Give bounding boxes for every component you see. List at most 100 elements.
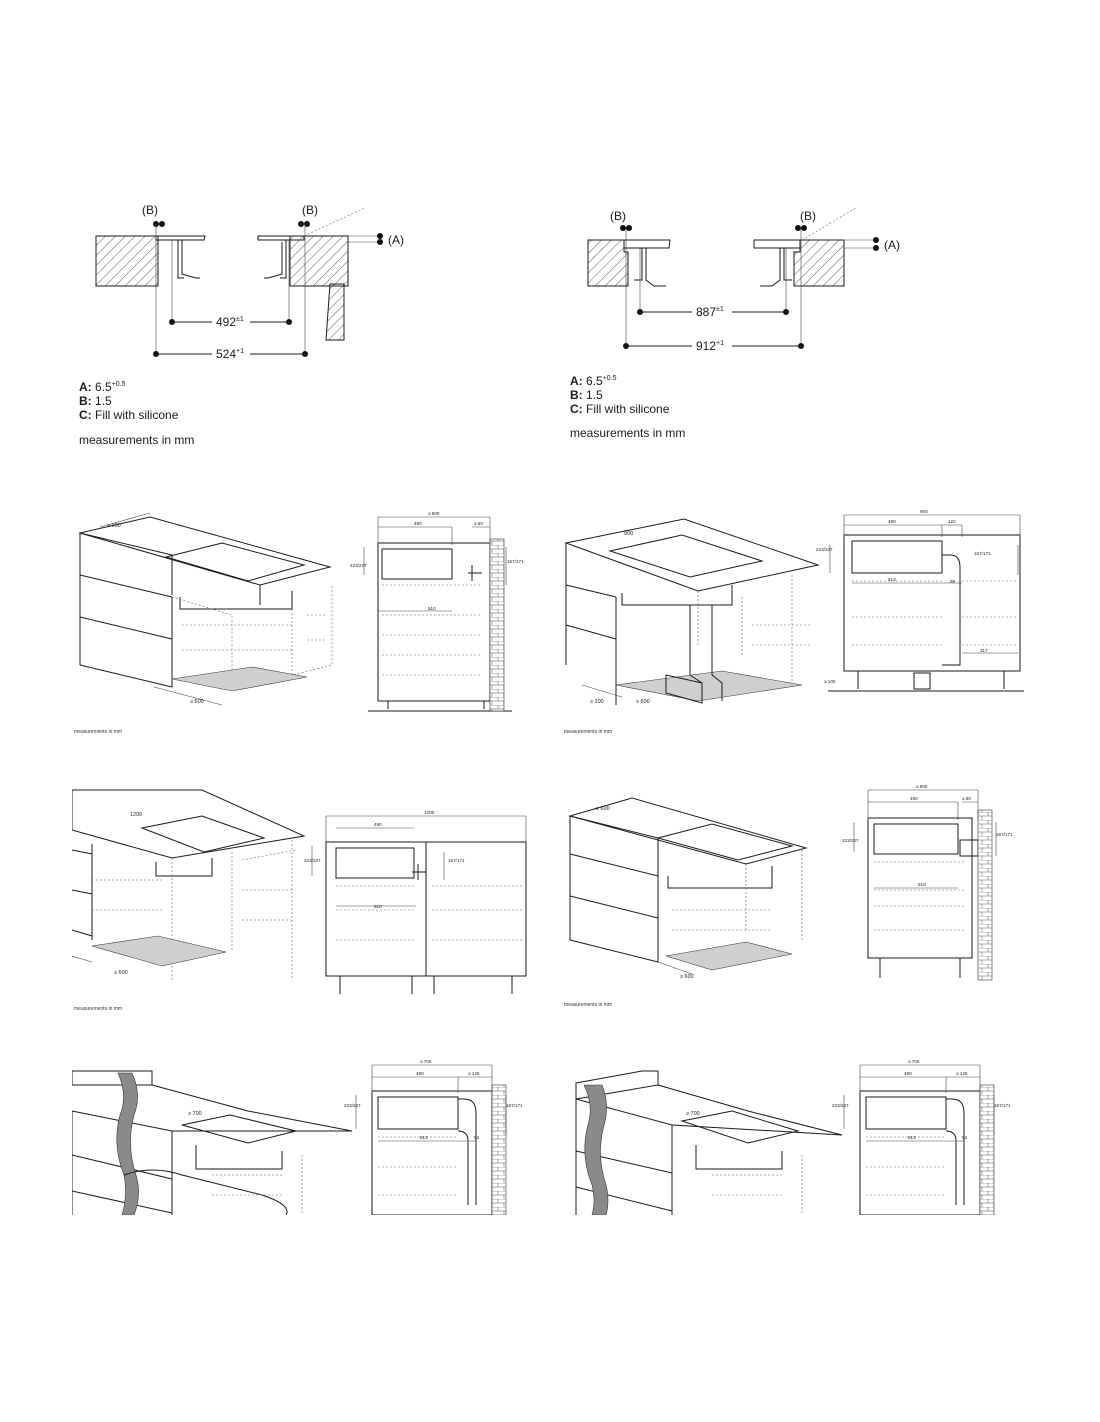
iso-cabinet-drawing bbox=[78, 512, 333, 706]
callout-b-right: (B) bbox=[800, 209, 816, 223]
sec-label-317: 317 bbox=[980, 648, 988, 653]
sec-label-223: 223/227 bbox=[304, 858, 321, 863]
hob-bracket-left bbox=[634, 248, 666, 287]
iso-label-100: ≥ 100 bbox=[590, 699, 604, 705]
hob-glass-left bbox=[623, 239, 671, 249]
callout-a: (A) bbox=[884, 238, 900, 252]
iso-label-1200: 1200 bbox=[130, 812, 142, 818]
worktop-section-left bbox=[587, 239, 629, 287]
dim-524: 524+1 bbox=[216, 347, 244, 361]
section-drawing bbox=[853, 789, 997, 981]
sec-label-122: 122 bbox=[948, 519, 956, 524]
units-note-left: measurements in mm bbox=[79, 433, 195, 447]
worktop-section-left bbox=[95, 235, 159, 287]
iso-cabinet-drawing bbox=[575, 1070, 843, 1215]
sec-label-490: 490 bbox=[414, 521, 422, 526]
section-drawing bbox=[311, 815, 527, 994]
sec-label-510: 510 bbox=[428, 606, 436, 611]
sec-label-223: 223/227 bbox=[842, 838, 859, 843]
sec-label-1200: 1200 bbox=[424, 810, 435, 815]
drawing-6-panel: ≥ 700 ≥ 700 490 ≥ 125 223/227 167/171 51… bbox=[562, 1055, 1032, 1215]
iso-label-600: ≥ 600 bbox=[636, 699, 650, 705]
section-drawing bbox=[828, 514, 1024, 692]
sec-label-167: 167/171 bbox=[448, 858, 465, 863]
sec-label-94: 94 bbox=[962, 1135, 968, 1140]
units-note-3: measurements in mm bbox=[74, 1006, 123, 1012]
callout-b-left: (B) bbox=[610, 209, 626, 223]
units-note-4: measurements in mm bbox=[564, 1002, 613, 1008]
sec-label-490: 490 bbox=[888, 519, 896, 524]
sec-label-223: 223/227 bbox=[350, 563, 367, 568]
iso-cabinet-drawing bbox=[568, 797, 808, 975]
sec-label-510: 510 bbox=[374, 904, 382, 909]
section-drawing bbox=[355, 1064, 507, 1215]
sec-label-167: 167/171 bbox=[996, 832, 1013, 837]
side-panel-section bbox=[325, 283, 345, 341]
callout-b-right: (B) bbox=[302, 203, 318, 217]
sec-label-223: 223/227 bbox=[344, 1103, 361, 1108]
legend-right: A: 6.5+0.5 B: 1.5 C: Fill with silicone bbox=[570, 372, 669, 416]
section-drawing bbox=[843, 1064, 995, 1215]
iso-label-floor: ≥ 600 bbox=[190, 699, 204, 705]
units-note-2: measurements in mm bbox=[564, 729, 613, 735]
iso-cabinet-drawing bbox=[72, 1070, 353, 1215]
hob-bracket-right bbox=[760, 248, 792, 287]
dim-492: 492±1 bbox=[216, 315, 244, 329]
sec-label-167: 167/171 bbox=[994, 1103, 1011, 1108]
sec-label-width: ≥ 600 bbox=[428, 511, 440, 516]
legend-item-a: A: 6.5+0.5 bbox=[79, 380, 126, 394]
drawing-4-panel: ≥ 600 ≥ 600 ≥ 600 490 ≥ 50 223/227 167/1… bbox=[562, 780, 1032, 1020]
iso-cabinet-drawing bbox=[564, 518, 820, 705]
hob-glass-right bbox=[753, 239, 801, 249]
units-note-1: measurements in mm bbox=[74, 729, 123, 735]
dim-912: 912+1 bbox=[696, 339, 724, 353]
sec-label-223: 223/227 bbox=[816, 547, 833, 552]
sec-label-700: ≥ 700 bbox=[908, 1059, 920, 1064]
worktop-section-right bbox=[793, 239, 845, 287]
iso-label-700: ≥ 700 bbox=[686, 1111, 700, 1117]
legend-item-c: C: Fill with silicone bbox=[570, 402, 670, 416]
legend-left: A: 6.5+0.5 B: 1.5 C: Fill with silicone bbox=[79, 378, 178, 422]
drawing-2-panel: 900 ≥ 100 ≥ 600 900 490 122 223/227 167/… bbox=[562, 505, 1032, 745]
callout-b-left: (B) bbox=[142, 203, 158, 217]
sec-label-490: 490 bbox=[910, 796, 918, 801]
sec-label-900: 900 bbox=[920, 509, 928, 514]
sec-label-513: 513 bbox=[888, 577, 896, 582]
sec-label-125: ≥ 125 bbox=[956, 1071, 968, 1076]
drawing-1-panel: ≥ 600 ≥ 600 ≥ 600 490 ≥ 50 223/227 167/1… bbox=[72, 505, 532, 745]
sec-label-100: ≥ 100 bbox=[824, 679, 836, 684]
iso-label-floor: ≥ 600 bbox=[680, 974, 694, 980]
detail-left-panel: (B) (B) (A) 492±1 524+1 A: 6.5+0.5 B: 1.… bbox=[72, 200, 530, 480]
worktop-section-right bbox=[289, 235, 349, 287]
sec-label-223: 223/227 bbox=[832, 1103, 849, 1108]
sec-label-gap: ≥ 50 bbox=[962, 796, 971, 801]
sec-label-490: 490 bbox=[416, 1071, 424, 1076]
iso-label-600: ≥ 600 bbox=[114, 970, 128, 976]
legend-item-b: B: 1.5 bbox=[570, 388, 603, 402]
sec-label-490: 490 bbox=[904, 1071, 912, 1076]
iso-cabinet-drawing bbox=[72, 789, 306, 980]
sec-label-513: 513 bbox=[420, 1135, 428, 1140]
sec-label-94: 94 bbox=[474, 1135, 480, 1140]
legend-item-b: B: 1.5 bbox=[79, 394, 112, 408]
sec-label-gap: ≥ 50 bbox=[474, 521, 483, 526]
hob-bracket-left bbox=[177, 240, 200, 279]
hob-bracket-mid bbox=[264, 240, 287, 279]
legend-item-a: A: 6.5+0.5 bbox=[570, 374, 617, 388]
sec-label-167: 167/171 bbox=[974, 551, 991, 556]
hob-glass-left bbox=[155, 235, 206, 241]
sec-label-513: 513 bbox=[908, 1135, 916, 1140]
units-note-right: measurements in mm bbox=[570, 426, 686, 440]
section-drawing bbox=[363, 516, 512, 712]
sec-label-167: 167/171 bbox=[506, 1103, 523, 1108]
iso-label-700: ≥ 700 bbox=[188, 1111, 202, 1117]
dim-887: 887±1 bbox=[696, 305, 724, 319]
iso-label-900: 900 bbox=[624, 531, 633, 537]
iso-label-depth: ≥ 600 bbox=[596, 806, 610, 812]
legend-item-c: C: Fill with silicone bbox=[79, 408, 179, 422]
sec-label-510: 510 bbox=[918, 882, 926, 887]
drawing-5-panel: ≥ 700 ≥ 700 490 ≥ 125 223/227 167/171 51… bbox=[72, 1055, 532, 1215]
sec-label-490: 490 bbox=[374, 822, 382, 827]
sec-label-99: 99 bbox=[950, 579, 956, 584]
iso-label-depth: ≥ 600 bbox=[107, 523, 121, 529]
